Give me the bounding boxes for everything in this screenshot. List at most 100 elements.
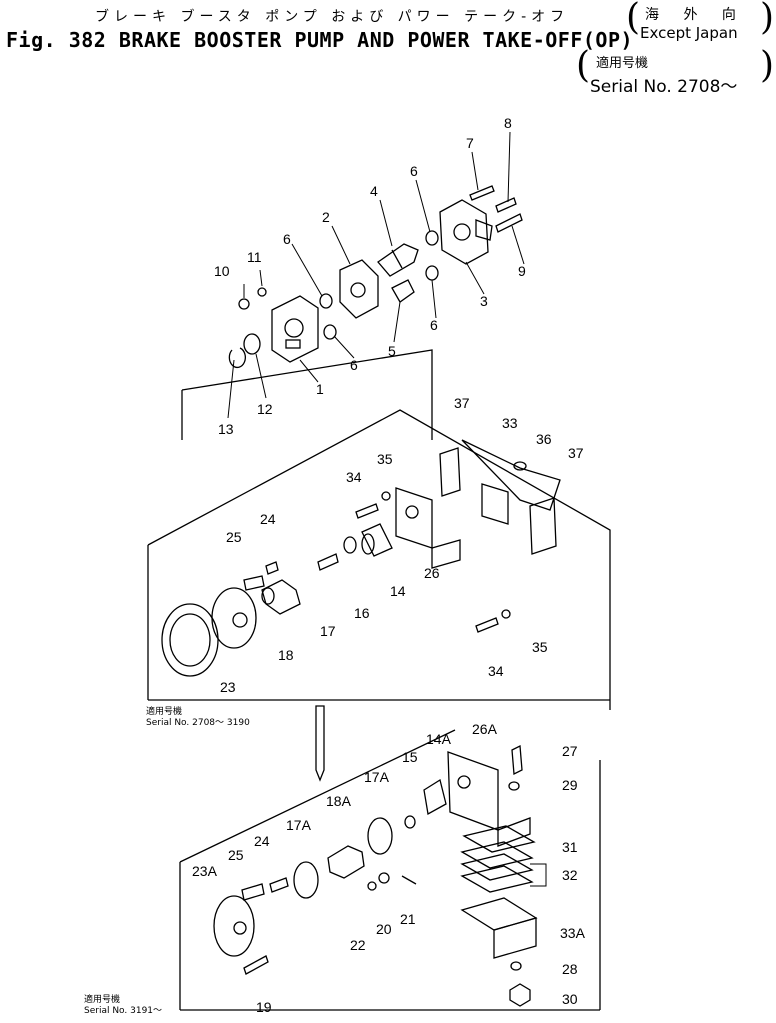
- lower-box-frame: [179, 729, 456, 863]
- callout-35b: 35: [532, 639, 548, 655]
- nut-10: [238, 298, 250, 310]
- callout-32: 32: [562, 867, 578, 883]
- callout-6c: 6: [410, 163, 418, 179]
- callout-5: 5: [388, 343, 396, 359]
- cover-36: [461, 439, 561, 511]
- upper-serial-en: Serial No. 2708～ 3190: [146, 718, 250, 728]
- coupling-14: [361, 523, 393, 557]
- nut-20: [378, 872, 390, 884]
- callout-21: 21: [400, 911, 416, 927]
- callout-6d: 6: [430, 317, 438, 333]
- bolt-27: [511, 744, 523, 776]
- callout-9: 9: [518, 263, 526, 279]
- paren-left-serial: (: [576, 45, 591, 86]
- callout-24: 24: [260, 511, 276, 527]
- middle-box-frame: [147, 409, 611, 710]
- bearings-6: [319, 230, 439, 340]
- callout-37a: 37: [454, 395, 470, 411]
- callout-26a: 26A: [472, 721, 498, 737]
- callout-33: 33: [502, 415, 518, 431]
- callout-17a-right: 17A: [364, 769, 390, 785]
- callout-2: 2: [322, 209, 330, 225]
- ring-15: [404, 815, 416, 829]
- washer-29: [508, 781, 520, 791]
- snap-ring-16: [343, 536, 357, 554]
- callout-11: 11: [247, 249, 262, 265]
- washer-28: [510, 961, 522, 971]
- washer-22: [367, 881, 377, 891]
- lower-serial-en: Serial No. 3191～: [84, 1006, 163, 1016]
- callout-33a: 33A: [560, 925, 586, 941]
- callout-12: 12: [257, 401, 273, 417]
- paren-left: (: [626, 0, 641, 38]
- bearing-12: [243, 333, 261, 355]
- down-arrow: [315, 705, 325, 782]
- callout-35a: 35: [377, 451, 393, 467]
- upper-box-frame: [181, 349, 433, 440]
- driven-gear-5: [391, 279, 415, 303]
- flange-23: [161, 587, 257, 677]
- lower-serial-note: 適用号機 Serial No. 3191～: [84, 995, 162, 1017]
- flange-23a: [213, 895, 255, 957]
- coupling-14a: [423, 778, 447, 816]
- bracket-26a: [447, 751, 531, 847]
- lower-serial-jp: 適用号機: [84, 995, 121, 1005]
- callouts-top: 1 2 3 4 5 6 6 6 6 7 8 9 10 11 12 13: [214, 115, 526, 437]
- callout-24-lower: 24: [254, 833, 270, 849]
- callout-8: 8: [504, 115, 512, 131]
- callout-18a: 18A: [326, 793, 352, 809]
- callout-7: 7: [466, 135, 474, 151]
- lock-plate-25-lower: [241, 883, 265, 901]
- bolts-34: [355, 503, 499, 633]
- callout-14a: 14A: [426, 731, 452, 747]
- title-japanese: ブレーキ ブースタ ポンプ および パワー テーク-オフ: [95, 9, 570, 25]
- callout-23: 23: [220, 679, 236, 695]
- callout-17: 17: [320, 623, 336, 639]
- pump-cover-3: [439, 199, 493, 265]
- callout-37b: 37: [568, 445, 584, 461]
- callout-32-bracket: [530, 863, 547, 887]
- bolt-19: [243, 955, 269, 975]
- callout-3: 3: [480, 293, 488, 309]
- callout-10: 10: [214, 263, 230, 279]
- callout-13: 13: [218, 421, 234, 437]
- serial-japanese: 適用号機: [596, 56, 649, 71]
- washer-11: [257, 287, 267, 297]
- lock-plate-25: [243, 575, 265, 591]
- universal-joint-18: [261, 579, 301, 615]
- callout-23a: 23A: [192, 863, 218, 879]
- pump-body-1: [271, 295, 319, 363]
- gear-plate-2: [339, 259, 379, 319]
- upper-serial-note: 適用号機 Serial No. 2708～ 3190: [146, 707, 250, 729]
- serial-number: Serial No. 2708～: [590, 77, 738, 97]
- coupling-17a-right: [367, 817, 393, 855]
- callout-25: 25: [226, 529, 242, 545]
- callout-26: 26: [424, 565, 440, 581]
- plates-37: [439, 447, 557, 555]
- paren-right-serial: ): [760, 45, 775, 86]
- callout-17a-left: 17A: [286, 817, 312, 833]
- market-label: Except Japan: [640, 24, 738, 42]
- callout-18: 18: [278, 647, 294, 663]
- snap-ring-13: [228, 347, 246, 369]
- coupling-17a-left: [293, 861, 319, 899]
- upper-serial-jp: 適用号機: [146, 707, 183, 717]
- callout-27: 27: [562, 743, 578, 759]
- callout-16: 16: [354, 605, 370, 621]
- callouts-bottom: 14A 15 17A 17A 18A 19 20 21 22 23A 24 25…: [192, 721, 586, 1015]
- callout-28: 28: [562, 961, 578, 977]
- bracket-26: [395, 487, 461, 569]
- bolt-8: [495, 197, 517, 213]
- callout-20: 20: [376, 921, 392, 937]
- bolt-7: [469, 185, 495, 201]
- callouts-middle: 14 16 17 18 23 24 25 26 33 34 34 35 35 3…: [220, 395, 584, 695]
- callout-15: 15: [402, 749, 418, 765]
- nut-30: [509, 983, 531, 1007]
- plate-33: [481, 483, 509, 525]
- shims-32: [460, 841, 534, 893]
- callout-25-lower: 25: [228, 847, 244, 863]
- callout-34a: 34: [346, 469, 362, 485]
- bolt-9: [495, 213, 523, 233]
- drive-gear-4: [377, 243, 419, 277]
